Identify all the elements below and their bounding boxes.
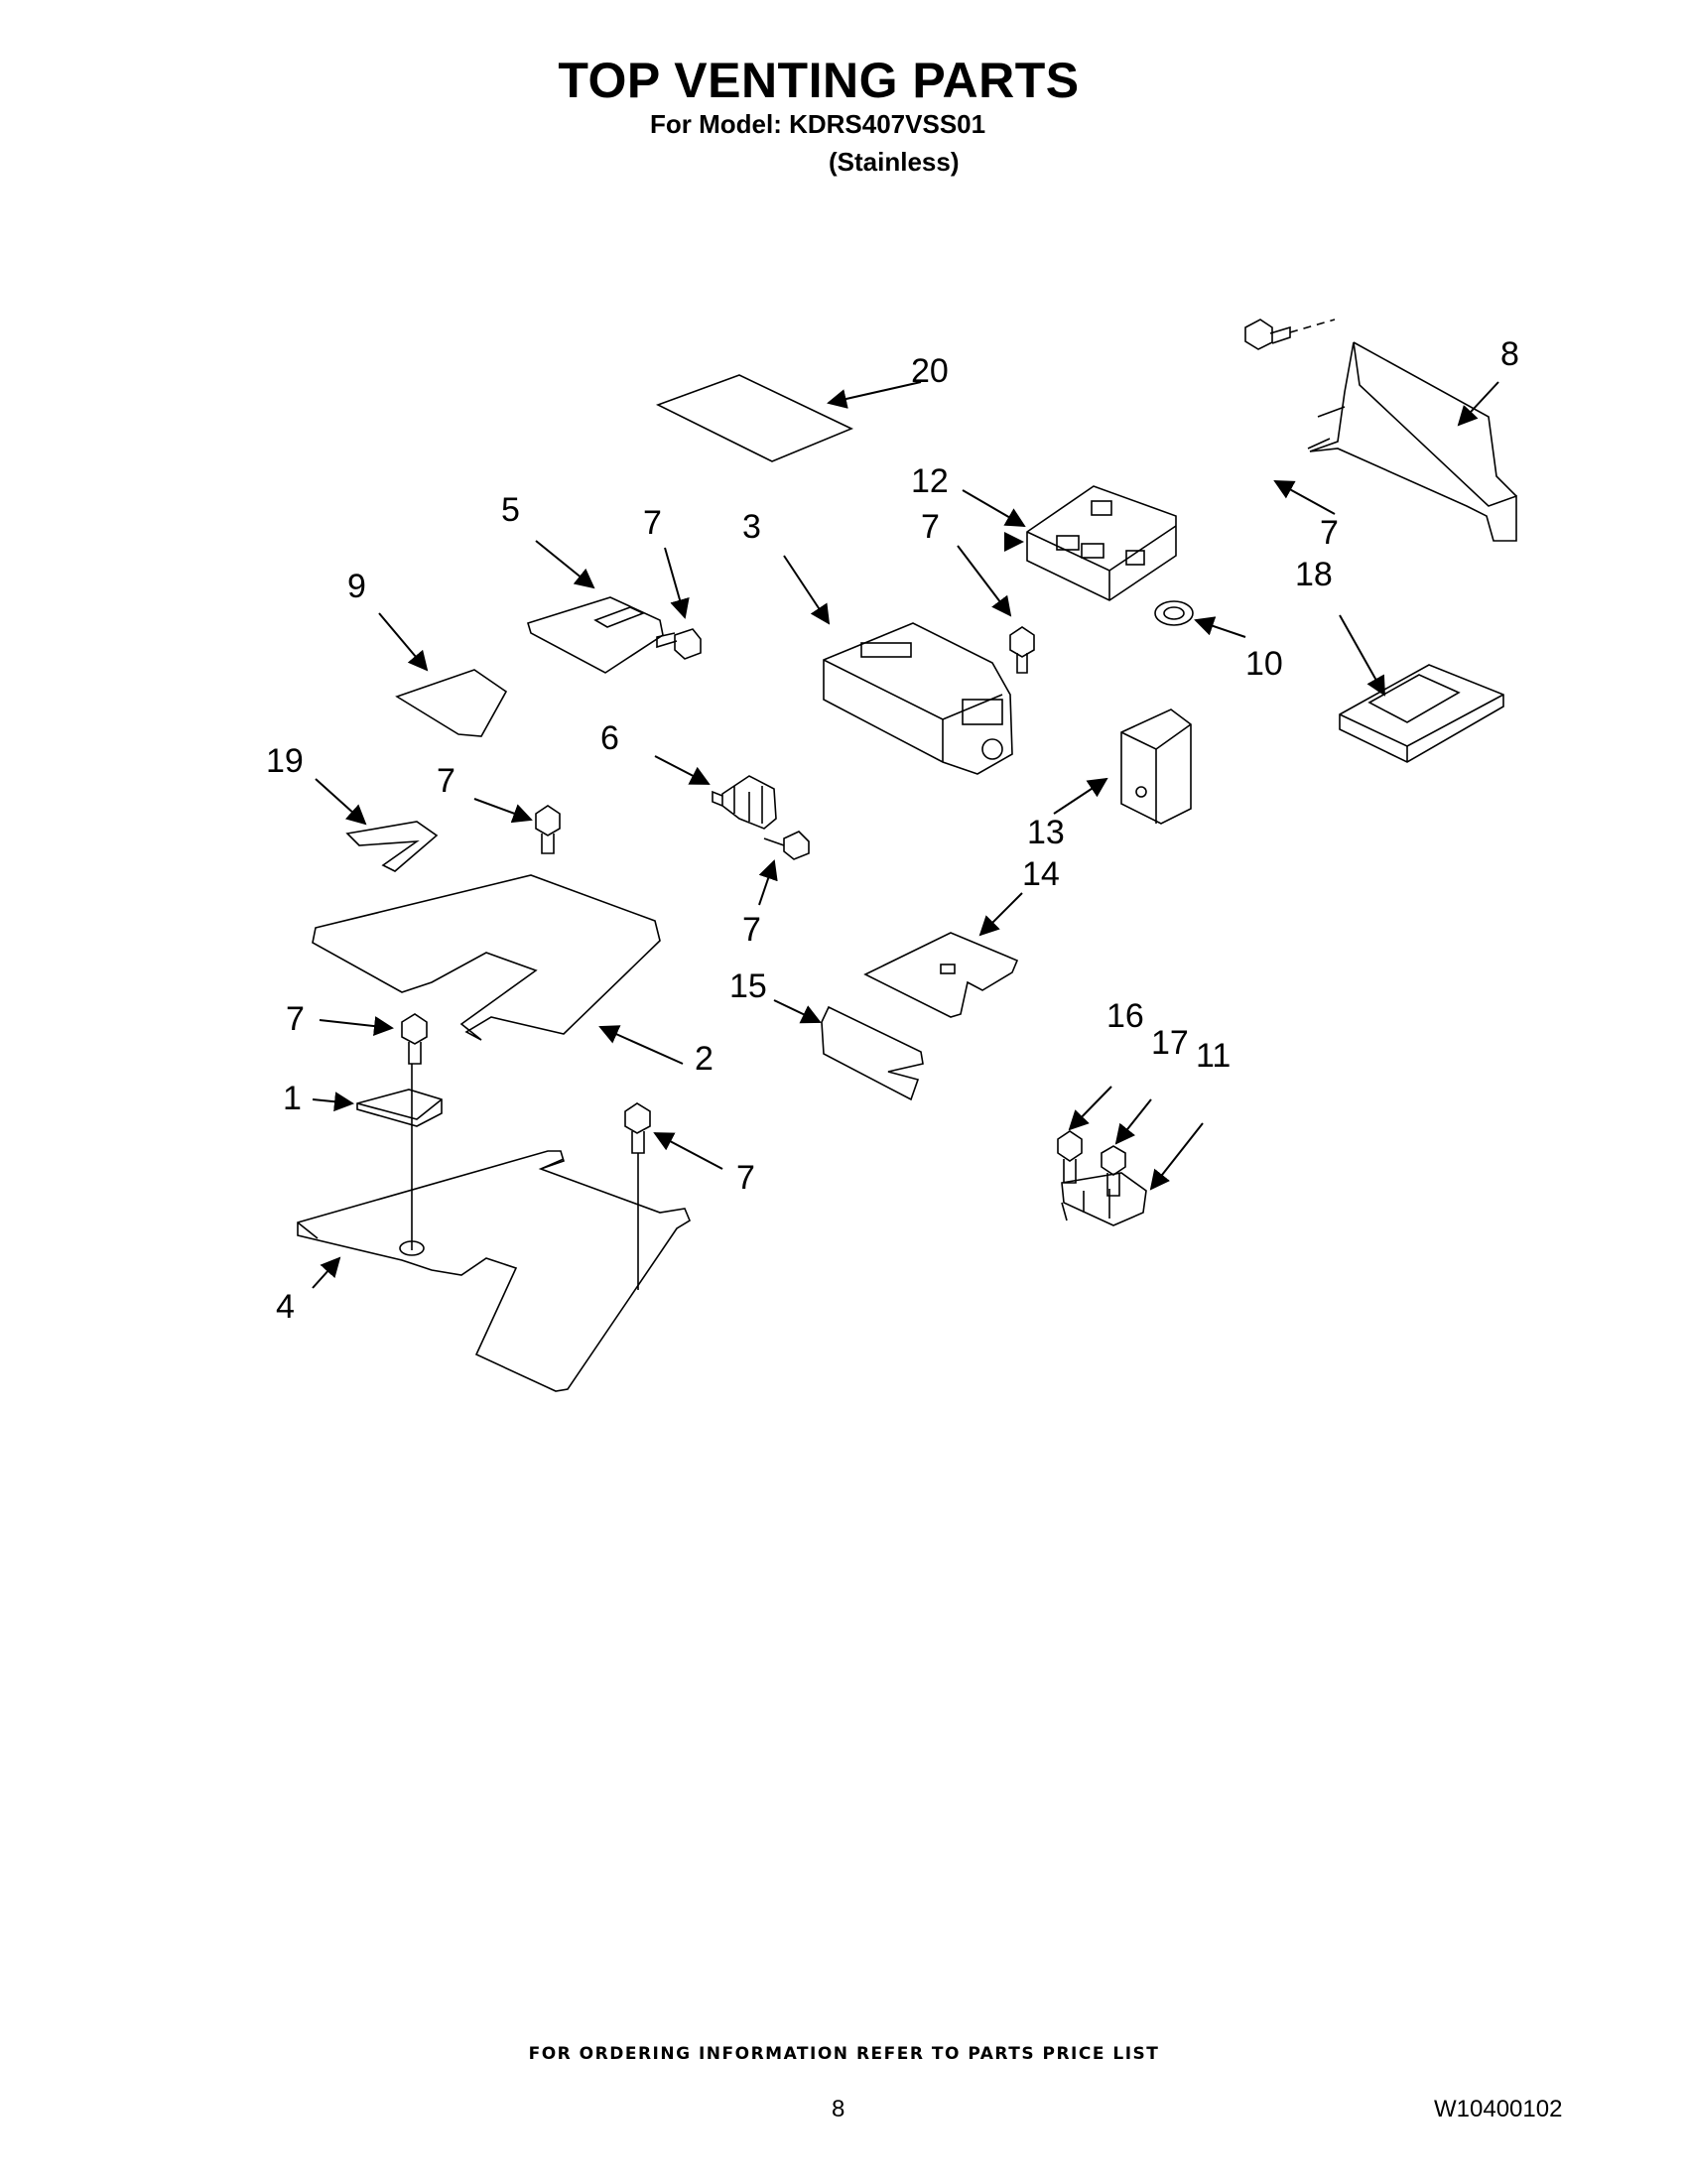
part-7-screw-d: [763, 831, 810, 860]
callout-15: 15: [729, 967, 767, 1005]
part-7-screw-b: [1009, 626, 1035, 674]
part-6-transformer: [712, 775, 777, 830]
model-line: For Model: KDRS407VSS01: [650, 109, 986, 139]
part-13-junction-box: [1120, 708, 1192, 825]
callout-1: 1: [283, 1080, 302, 1117]
callout-7: 7: [1320, 514, 1339, 552]
callout-9: 9: [347, 568, 366, 605]
part-17-screw: [1101, 1145, 1126, 1197]
callout-7: 7: [921, 508, 940, 546]
part-1-bracket: [356, 1089, 443, 1127]
callout-7: 7: [742, 911, 761, 949]
part-8-vent-deflector: [1307, 341, 1517, 542]
part-7-screw-e: [535, 805, 561, 854]
part-3-blower-assembly: [823, 622, 1013, 775]
page-number: 8: [832, 2096, 845, 2122]
callout-8: 8: [1500, 335, 1519, 373]
part-2-top-panel: [312, 874, 661, 1041]
part-18-tray: [1339, 664, 1504, 763]
finish-variant: (Stainless): [829, 147, 960, 177]
part-14-insulation: [863, 932, 1019, 1018]
callout-12: 12: [911, 462, 949, 500]
callout-3: 3: [742, 508, 761, 546]
part-7-screw-g: [624, 1102, 651, 1290]
part-4-base-plate: [297, 1150, 692, 1392]
part-15-plate: [821, 1005, 924, 1101]
part-20-insulation: [655, 374, 853, 462]
callout-4: 4: [276, 1288, 295, 1326]
part-7-screw-f: [401, 1013, 428, 1250]
document-number: W10400102: [1434, 2096, 1563, 2122]
part-5-bracket: [527, 596, 664, 674]
page-title: TOP VENTING PARTS: [558, 53, 1080, 108]
callout-13: 13: [1027, 814, 1065, 851]
part-12-control-board: [1026, 485, 1177, 601]
callout-7: 7: [286, 1000, 305, 1038]
callout-5: 5: [501, 491, 520, 529]
callout-18: 18: [1295, 556, 1333, 593]
ordering-note: FOR ORDERING INFORMATION REFER TO PARTS …: [528, 2044, 1160, 2064]
callout-16: 16: [1106, 997, 1144, 1035]
callout-17: 17: [1151, 1024, 1189, 1062]
part-9-plate: [395, 669, 508, 737]
part-7-screw-a: [1244, 319, 1336, 350]
callout-10: 10: [1245, 645, 1283, 683]
callout-11: 11: [1196, 1037, 1231, 1075]
part-16-screw: [1057, 1130, 1083, 1184]
part-19-bracket: [345, 821, 439, 872]
part-10-grommet: [1154, 600, 1194, 626]
part-11-terminal-block: [1061, 1172, 1147, 1226]
callout-7: 7: [437, 762, 455, 800]
callout-2: 2: [695, 1040, 714, 1078]
callout-6: 6: [600, 719, 619, 757]
part-7-screw-c: [656, 628, 702, 660]
callout-19: 19: [266, 742, 304, 780]
callout-14: 14: [1022, 855, 1060, 893]
callout-20: 20: [911, 352, 949, 390]
callout-7: 7: [736, 1159, 755, 1197]
callout-7: 7: [643, 504, 662, 542]
